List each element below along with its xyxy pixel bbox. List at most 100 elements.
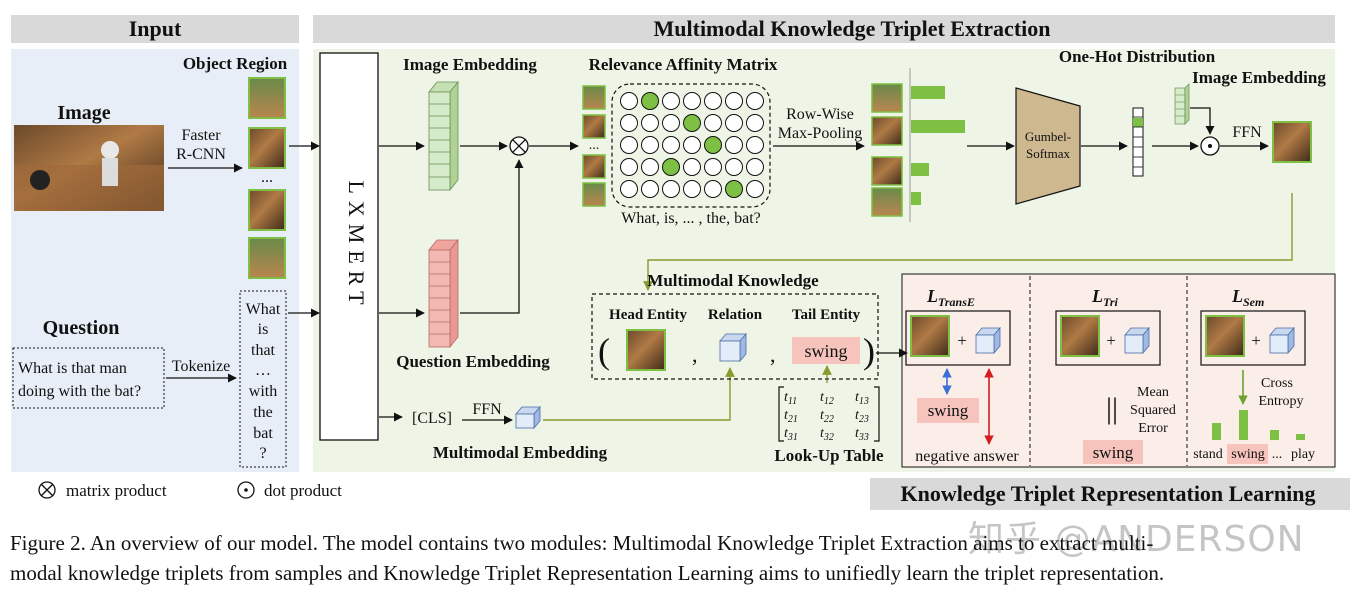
tail-entity-label: Tail Entity bbox=[792, 307, 861, 323]
matrix-cell bbox=[620, 158, 638, 176]
transe-swing: swing bbox=[928, 401, 969, 420]
question-text-2: doing with the bat? bbox=[18, 383, 141, 400]
matrix-cell bbox=[683, 92, 701, 110]
comma-1: , bbox=[692, 342, 698, 367]
dist-ellipsis: ... bbox=[882, 147, 893, 162]
extraction-header-text: Multimodal Knowledge Triplet Extraction bbox=[654, 16, 1051, 41]
transe-cube bbox=[975, 326, 1001, 355]
learning-panel bbox=[901, 273, 1336, 468]
object-region-label: Object Region bbox=[183, 54, 288, 73]
matrix-row-img-4 bbox=[582, 182, 606, 207]
relation-label: Relation bbox=[708, 307, 763, 323]
image-embedding-2-stack bbox=[1174, 83, 1190, 125]
dist-img-1 bbox=[871, 83, 903, 113]
selected-region-image bbox=[1272, 121, 1312, 163]
parallel-symbol: || bbox=[1106, 392, 1118, 425]
matrix-cell bbox=[662, 180, 680, 198]
input-image-player bbox=[101, 141, 119, 159]
gumbel-softmax-block bbox=[1015, 87, 1081, 205]
gumbel-label-1: Gumbel- bbox=[1025, 129, 1071, 144]
matrix-cell bbox=[641, 114, 659, 132]
matrix-cell bbox=[746, 180, 764, 198]
matrix-product-legend: matrix product bbox=[66, 481, 167, 500]
matrix-cell bbox=[662, 114, 680, 132]
matrix-cell bbox=[725, 92, 743, 110]
model-overview-figure: Input Multimodal Knowledge Triplet Extra… bbox=[11, 15, 1350, 510]
dot-product-icon bbox=[237, 481, 255, 499]
ffn-label-2: FFN bbox=[1232, 124, 1262, 141]
relation-cube bbox=[719, 332, 747, 363]
mse-label-1: Mean bbox=[1137, 385, 1169, 400]
token-box bbox=[239, 290, 287, 468]
question-label: Question bbox=[43, 317, 120, 339]
pooling-label-1: Row-Wise bbox=[786, 106, 854, 123]
learning-header bbox=[870, 478, 1350, 510]
matrix-cell bbox=[641, 136, 659, 154]
matrix-cell bbox=[704, 92, 722, 110]
matrix-cell bbox=[683, 136, 701, 154]
object-region-ellipsis: ... bbox=[261, 169, 273, 186]
cross-entropy-1: Cross bbox=[1261, 376, 1293, 391]
matrix-cell bbox=[683, 158, 701, 176]
head-entity-label: Head Entity bbox=[609, 307, 687, 323]
close-paren: ) bbox=[863, 331, 875, 371]
sem-box bbox=[1200, 310, 1306, 366]
dot-product-legend: dot product bbox=[264, 481, 342, 500]
matrix-cell bbox=[746, 158, 764, 176]
tail-entity-value: swing bbox=[804, 341, 847, 361]
tri-cube bbox=[1124, 326, 1150, 355]
question-emb-to-product-arrow bbox=[460, 159, 524, 314]
multimodal-embedding-cube bbox=[515, 405, 541, 430]
matrix-product-icon bbox=[38, 481, 56, 499]
sem-axis-stand: stand bbox=[1193, 447, 1223, 462]
matrix-cell bbox=[620, 92, 638, 110]
input-header-text: Input bbox=[129, 16, 182, 41]
lxmert-block bbox=[319, 52, 379, 441]
token-1: What bbox=[246, 301, 281, 318]
multimodal-knowledge-label: Multimodal Knowledge bbox=[647, 271, 819, 290]
one-hot-vector bbox=[1132, 107, 1144, 177]
affinity-matrix-frame bbox=[611, 83, 771, 208]
lookup-label: Look-Up Table bbox=[774, 446, 884, 465]
matrix-cell bbox=[725, 180, 743, 198]
matrix-cell bbox=[725, 114, 743, 132]
dist-img-3 bbox=[871, 156, 903, 186]
transe-box bbox=[905, 310, 1011, 366]
sem-plus: + bbox=[1251, 331, 1261, 350]
dist-img-2 bbox=[871, 116, 903, 146]
token-2: is bbox=[258, 321, 269, 338]
matrix-cell bbox=[683, 114, 701, 132]
matrix-cell bbox=[683, 180, 701, 198]
question-box bbox=[12, 347, 165, 409]
transe-plus: + bbox=[957, 331, 967, 350]
matrix-cell bbox=[704, 158, 722, 176]
matrix-cell bbox=[746, 136, 764, 154]
sem-cube bbox=[1269, 326, 1295, 355]
tri-swing: swing bbox=[1093, 443, 1134, 462]
dist-img-4 bbox=[871, 187, 903, 217]
dist-bar-1 bbox=[911, 86, 945, 99]
sem-bar-2 bbox=[1239, 410, 1248, 440]
tri-image bbox=[1060, 315, 1100, 357]
matrix-cell bbox=[746, 114, 764, 132]
token-6: the bbox=[253, 404, 273, 421]
object-region-1 bbox=[248, 77, 286, 119]
token-4: … bbox=[255, 362, 271, 379]
matrix-caption: What, is, ... , the, bat? bbox=[621, 210, 761, 227]
token-3: that bbox=[251, 342, 276, 359]
matrix-cell bbox=[620, 136, 638, 154]
matrix-cell bbox=[704, 136, 722, 154]
matrix-cell bbox=[662, 158, 680, 176]
matrix-cell bbox=[725, 136, 743, 154]
sem-bar-1 bbox=[1212, 423, 1221, 440]
image-embedding-2-label: Image Embedding bbox=[1192, 68, 1326, 87]
matrix-cell bbox=[620, 180, 638, 198]
caption-line-1: Figure 2. An overview of our model. The … bbox=[10, 531, 1154, 555]
transe-image bbox=[910, 315, 950, 357]
sem-bar-3 bbox=[1270, 430, 1279, 440]
matrix-row-img-3 bbox=[582, 154, 606, 179]
dist-bar-4 bbox=[911, 192, 921, 205]
tri-box bbox=[1055, 310, 1161, 366]
matrix-row-img-2 bbox=[582, 114, 606, 139]
sem-bar-4 bbox=[1296, 434, 1305, 440]
